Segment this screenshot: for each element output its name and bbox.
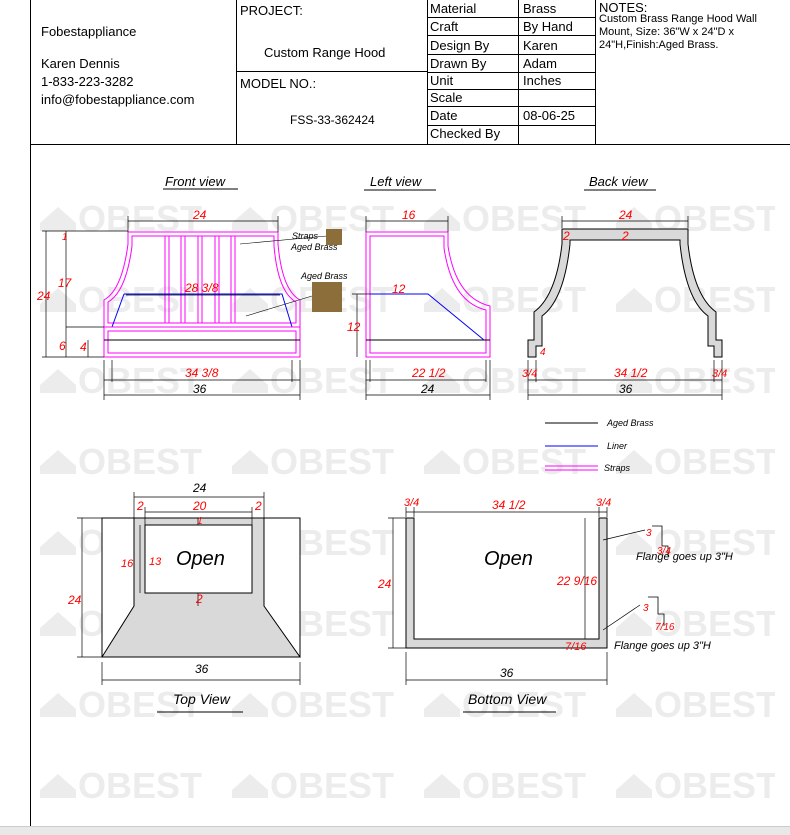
svg-text:34 1/2: 34 1/2 (614, 366, 648, 380)
svg-text:1: 1 (197, 516, 203, 527)
flange-detail-2: 3 7/16 Flange goes up 3"H (614, 596, 711, 652)
spec-value-design-by: Karen (523, 38, 558, 53)
spec-label-unit: Unit (430, 73, 454, 88)
spec-label-design-by: Design By (430, 38, 490, 53)
svg-text:3/4: 3/4 (522, 368, 537, 380)
svg-text:16: 16 (121, 558, 134, 570)
svg-text:24: 24 (420, 382, 435, 396)
spec-label-craft: Craft (430, 19, 459, 34)
svg-text:3: 3 (643, 603, 649, 614)
spec-value-unit: Inches (523, 73, 562, 88)
back-view: Back view 24 2 2 4 3/4 34 1/2 3/4 36 (522, 174, 727, 400)
watermark (35, 185, 775, 825)
svg-text:Aged Brass: Aged Brass (300, 271, 348, 281)
spec-value-date: 08-06-25 (523, 108, 576, 123)
svg-text:Back view: Back view (589, 174, 649, 189)
svg-text:7/16: 7/16 (565, 641, 587, 653)
spec-label-scale: Scale (430, 90, 463, 105)
svg-text:12: 12 (392, 282, 406, 296)
svg-text:13: 13 (149, 556, 162, 568)
left-view: Left view 16 12 12 22 1/2 24 (347, 174, 491, 400)
flange-detail-1: 3 3/4 Flange goes up 3"H (636, 525, 733, 563)
spec-value-craft: By Hand (523, 19, 573, 34)
svg-text:Top View: Top View (173, 691, 231, 707)
svg-text:Aged Brass: Aged Brass (606, 418, 654, 428)
svg-text:24: 24 (377, 577, 392, 591)
svg-text:16: 16 (402, 208, 416, 222)
svg-text:Liner: Liner (607, 441, 628, 451)
title-block: Fobestappliance Karen Dennis 1-833-223-3… (30, 0, 790, 145)
svg-text:28 3/8: 28 3/8 (184, 281, 219, 295)
svg-text:Open: Open (484, 548, 533, 570)
svg-text:34 3/8: 34 3/8 (185, 366, 219, 380)
svg-text:36: 36 (195, 662, 209, 676)
notes-text: Custom Brass Range Hood Wall Mount, Size… (599, 13, 757, 51)
svg-text:2: 2 (136, 499, 144, 513)
spec-label-material: Material (430, 1, 477, 16)
svg-text:24: 24 (618, 208, 633, 222)
svg-text:4: 4 (540, 347, 546, 358)
svg-text:6: 6 (59, 339, 66, 353)
svg-text:36: 36 (619, 382, 633, 396)
drawing-sheet (30, 0, 790, 834)
svg-text:12: 12 (347, 320, 361, 334)
svg-text:1: 1 (62, 232, 68, 243)
front-view: Front view (36, 174, 348, 400)
model-value: FSS-33-362424 (290, 113, 375, 127)
svg-text:22 1/2: 22 1/2 (411, 366, 446, 380)
svg-text:20: 20 (192, 499, 207, 513)
svg-text:2: 2 (562, 229, 570, 243)
model-label: MODEL NO.: (240, 76, 317, 91)
top-view: Open 24 20 2 2 1 2 13 16 24 36 Top V (67, 481, 301, 713)
svg-text:Left view: Left view (370, 174, 423, 189)
svg-text:36: 36 (193, 382, 207, 396)
notes-label: NOTES: (599, 0, 648, 15)
svg-text:2: 2 (195, 592, 203, 606)
svg-text:Bottom View: Bottom View (468, 691, 547, 707)
svg-text:3/4: 3/4 (596, 497, 611, 509)
spec-label-checked-by: Checked By (430, 126, 501, 141)
svg-text:Front view: Front view (165, 174, 227, 189)
svg-text:2: 2 (254, 499, 262, 513)
svg-text:Open: Open (176, 548, 225, 570)
svg-text:7/16: 7/16 (655, 622, 675, 633)
bottom-view: Open 3/4 34 1/2 3/4 22 9/16 7/16 24 36 3… (377, 497, 733, 713)
spec-label-drawn-by: Drawn By (430, 56, 487, 71)
svg-text:Flange goes up 3"H: Flange goes up 3"H (614, 640, 711, 652)
svg-text:3/4: 3/4 (404, 497, 419, 509)
svg-text:Straps: Straps (604, 463, 631, 473)
svg-text:17: 17 (58, 276, 73, 290)
legend: Aged Brass Liner Straps (545, 418, 654, 473)
contact-name: Karen Dennis (41, 56, 120, 71)
company-email: info@fobestappliance.com (41, 92, 195, 107)
svg-text:Aged Brass: Aged Brass (290, 242, 338, 252)
svg-text:24: 24 (36, 289, 51, 303)
svg-text:3/4: 3/4 (657, 546, 671, 557)
svg-text:4: 4 (80, 340, 87, 354)
svg-text:24: 24 (192, 481, 207, 495)
company-name: Fobestappliance (41, 24, 137, 39)
svg-text:Straps: Straps (292, 231, 319, 241)
svg-text:36: 36 (500, 666, 514, 680)
svg-text:2: 2 (621, 229, 629, 243)
svg-text:Flange goes up 3"H: Flange goes up 3"H (636, 551, 733, 563)
svg-text:24: 24 (192, 208, 207, 222)
project-value: Custom Range Hood (264, 45, 386, 60)
spec-value-material: Brass (523, 1, 557, 16)
svg-text:22 9/16: 22 9/16 (556, 574, 597, 588)
svg-text:3/4: 3/4 (712, 368, 727, 380)
svg-text:3: 3 (646, 528, 652, 539)
company-phone: 1-833-223-3282 (41, 74, 134, 89)
window-bottom-edge (0, 826, 790, 835)
svg-text:24: 24 (67, 593, 82, 607)
svg-text:34 1/2: 34 1/2 (492, 498, 526, 512)
spec-value-drawn-by: Adam (523, 56, 557, 71)
spec-label-date: Date (430, 108, 458, 123)
project-label: PROJECT: (240, 3, 303, 18)
